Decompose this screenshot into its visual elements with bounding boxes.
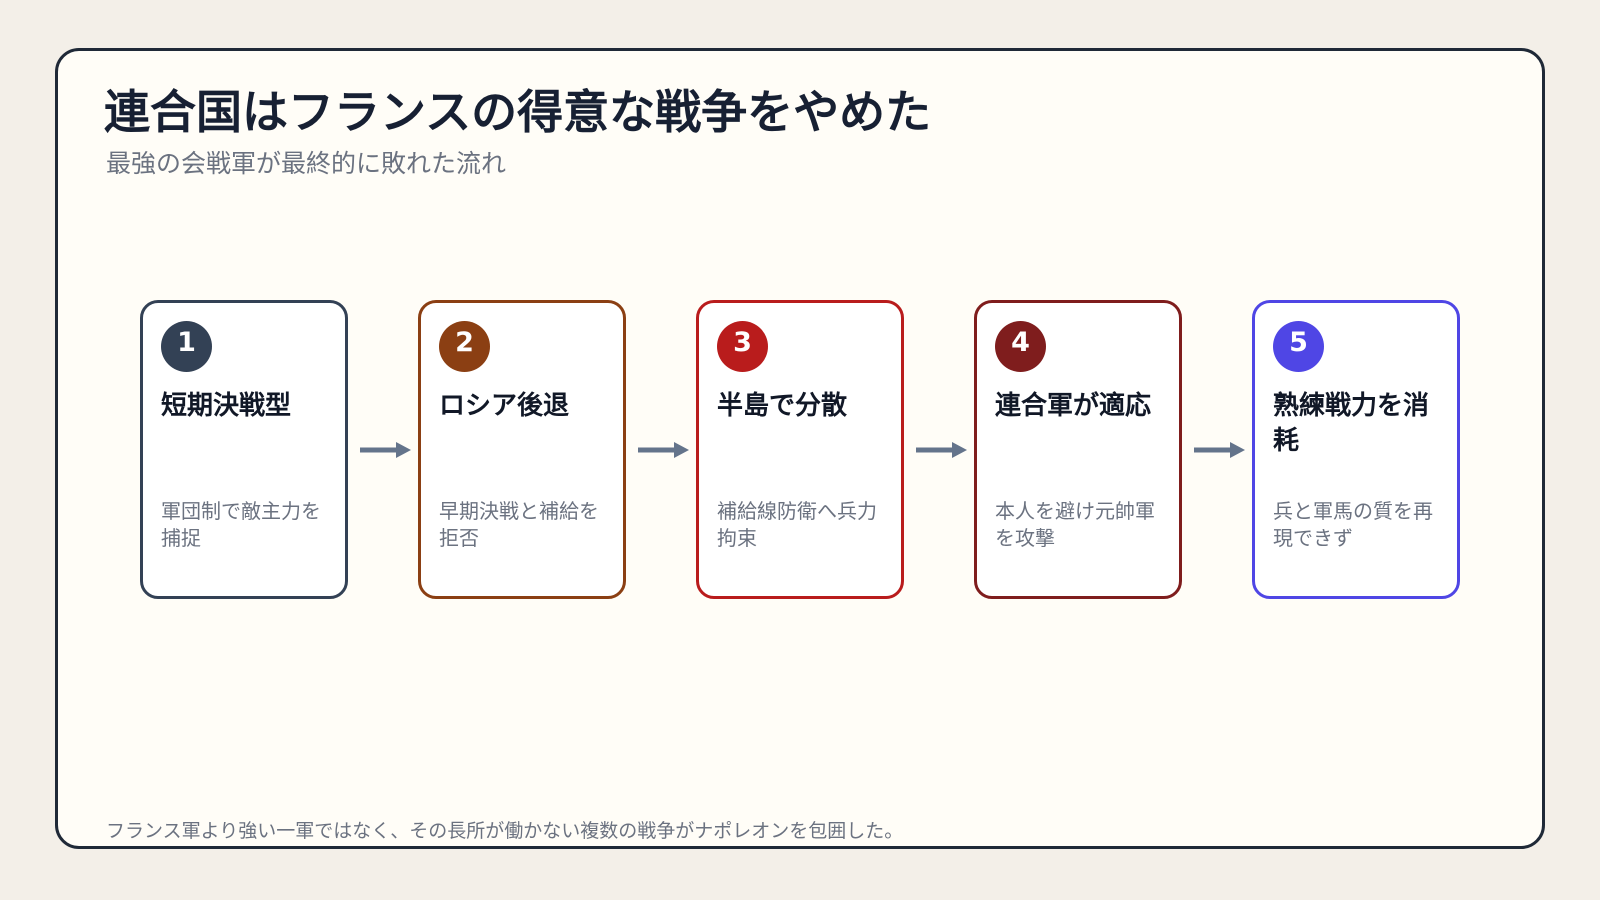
step-title: 連合軍が適応: [995, 391, 1152, 421]
step-description: 兵と軍馬の質を再現できず: [1273, 499, 1433, 550]
step-title: ロシア後退: [439, 391, 570, 421]
flow-arrow-icon: [1192, 437, 1247, 463]
step-description: 軍団制で敵主力を捕捉: [161, 499, 321, 550]
step-card-5: 5 熟練戦力を消耗 兵と軍馬の質を再現できず: [1252, 300, 1460, 599]
step-card-1: 1 短期決戦型 軍団制で敵主力を捕捉: [140, 300, 348, 599]
page-subtitle: 最強の会戦軍が最終的に敗れた流れ: [106, 149, 507, 178]
step-number-badge: 2: [439, 321, 490, 372]
step-card-4: 4 連合軍が適応 本人を避け元帥軍を攻撃: [974, 300, 1182, 599]
step-card-2: 2 ロシア後退 早期決戦と補給を拒否: [418, 300, 626, 599]
step-description: 早期決戦と補給を拒否: [439, 499, 599, 550]
step-title: 熟練戦力を消耗: [1273, 391, 1430, 456]
flow-arrow-icon: [914, 437, 969, 463]
step-description: 補給線防衛へ兵力拘束: [717, 499, 877, 550]
step-title: 短期決戦型: [161, 391, 292, 421]
step-description: 本人を避け元帥軍を攻撃: [995, 499, 1155, 550]
step-number-badge: 1: [161, 321, 212, 372]
step-number-badge: 3: [717, 321, 768, 372]
step-number-badge: 5: [1273, 321, 1324, 372]
flow-arrow-icon: [358, 437, 413, 463]
step-card-3: 3 半島で分散 補給線防衛へ兵力拘束: [696, 300, 904, 599]
step-title: 半島で分散: [717, 391, 848, 421]
step-number-badge: 4: [995, 321, 1046, 372]
page-title: 連合国はフランスの得意な戦争をやめた: [104, 85, 932, 139]
flow-arrow-icon: [636, 437, 691, 463]
footer-note: フランス軍より強い一軍ではなく、その長所が働かない複数の戦争がナポレオンを包囲し…: [106, 820, 904, 842]
